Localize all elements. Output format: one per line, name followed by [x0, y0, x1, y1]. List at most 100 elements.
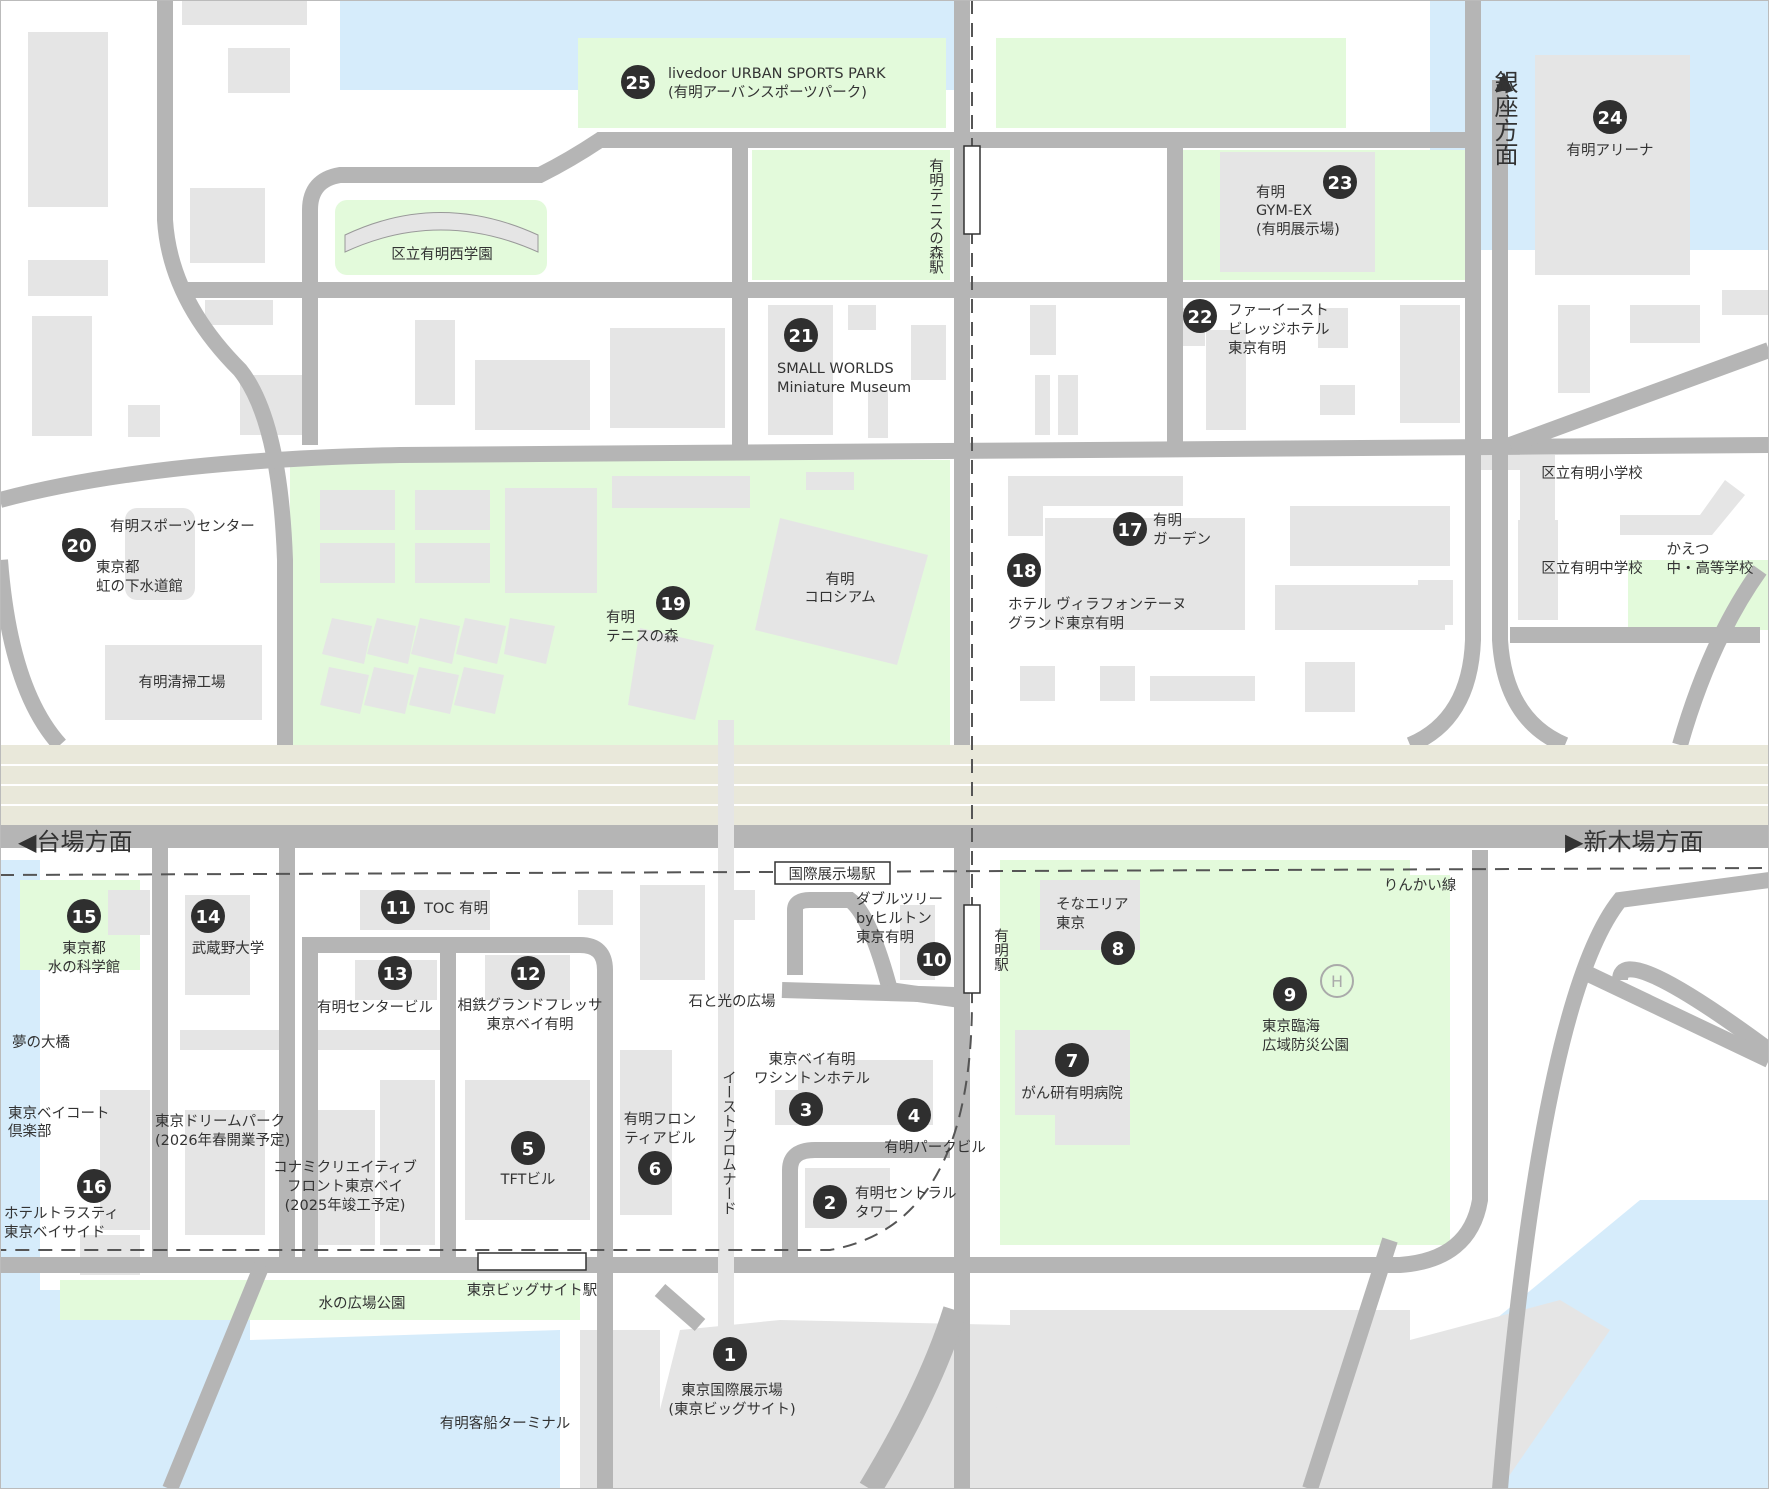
rinkai-line-label: りんかい線	[1384, 877, 1457, 894]
label-jr-high: 区立有明中学校	[1541, 560, 1643, 577]
svg-text:19: 19	[660, 594, 685, 615]
svg-text:3: 3	[800, 1100, 813, 1121]
svg-text:有明センタービル: 有明センタービル	[317, 999, 433, 1016]
svg-text:9: 9	[1284, 985, 1297, 1006]
svg-text:1: 1	[724, 1345, 737, 1366]
station-label-ariake-tennis: 有明テニスの森駅	[927, 158, 943, 275]
place-marker-3[interactable]: 3 東京ベイ有明 ワシントンホテル	[754, 1051, 870, 1126]
svg-text:有明フロン: 有明フロン	[624, 1111, 697, 1128]
svg-text:byヒルトン: byヒルトン	[856, 911, 932, 927]
svg-text:10: 10	[921, 950, 946, 971]
svg-text:23: 23	[1327, 173, 1352, 194]
svg-text:20: 20	[66, 536, 91, 557]
place-marker-18[interactable]: 18 ホテル ヴィラフォンテーヌ グランド東京有明	[1007, 553, 1187, 632]
place-marker-21[interactable]: 21 SMALL WORLDS Miniature Museum	[777, 318, 911, 396]
place-marker-16[interactable]: 16 ホテルトラスティ 東京ベイサイド	[4, 1169, 119, 1241]
label-konami-2: フロント東京ベイ	[287, 1178, 403, 1195]
label-sports-center: 有明スポーツセンター	[110, 518, 255, 535]
svg-text:東京都: 東京都	[62, 940, 106, 957]
direction-ginza: 銀座方面	[1490, 70, 1518, 166]
svg-text:15: 15	[71, 907, 96, 928]
place-marker-5[interactable]: 5 TFTビル	[500, 1131, 556, 1188]
label-ishi-hikari: 石と光の広場	[689, 993, 776, 1010]
station-box-kokusai[interactable]	[774, 861, 891, 885]
expressway	[0, 745, 1769, 840]
svg-text:ティアビル: ティアビル	[624, 1130, 696, 1147]
place-marker-6[interactable]: 6 有明フロン ティアビル	[624, 1111, 697, 1185]
svg-text:そなエリア: そなエリア	[1056, 896, 1129, 913]
svg-text:11: 11	[385, 898, 410, 919]
svg-text:有明: 有明	[606, 609, 635, 626]
svg-text:18: 18	[1011, 561, 1036, 582]
place-marker-17[interactable]: 17 有明 ガーデン	[1113, 512, 1211, 548]
label-colosseum-1: 有明	[826, 571, 855, 588]
svg-text:livedoor URBAN SPORTS PARK: livedoor URBAN SPORTS PARK	[668, 66, 886, 82]
place-marker-20[interactable]: 20 東京都 虹の下水道館	[62, 528, 183, 595]
svg-text:テニスの森: テニスの森	[606, 628, 679, 645]
label-dreampark-1: 東京ドリームパーク	[155, 1113, 285, 1130]
station-box-big-sight[interactable]	[477, 1252, 587, 1271]
label-yume-bridge: 夢の大橋	[12, 1034, 70, 1051]
svg-text:ビレッジホテル: ビレッジホテル	[1228, 321, 1330, 338]
svg-text:7: 7	[1066, 1051, 1079, 1072]
svg-text:24: 24	[1597, 108, 1622, 129]
place-marker-19[interactable]: 19 有明 テニスの森	[606, 586, 690, 645]
place-marker-14[interactable]: 14 武蔵野大学	[191, 899, 264, 957]
svg-text:相鉄グランドフレッサ: 相鉄グランドフレッサ	[458, 997, 603, 1014]
svg-text:東京有明: 東京有明	[1228, 340, 1286, 357]
direction-ginza-arrow: ▲	[1495, 66, 1514, 94]
svg-text:東京ベイ有明: 東京ベイ有明	[487, 1016, 574, 1033]
place-marker-4[interactable]: 4 有明パークビル	[884, 1098, 986, 1156]
svg-text:有明: 有明	[1153, 512, 1182, 529]
svg-text:有明パークビル: 有明パークビル	[884, 1139, 986, 1156]
svg-text:22: 22	[1187, 307, 1212, 328]
svg-text:グランド東京有明: グランド東京有明	[1008, 615, 1124, 632]
svg-text:有明セントラル: 有明セントラル	[855, 1185, 957, 1202]
buildings	[28, 0, 1769, 1489]
place-marker-22[interactable]: 22 ファーイースト ビレッジホテル 東京有明	[1183, 299, 1330, 357]
label-baycourt-1: 東京ベイコート	[8, 1105, 110, 1122]
svg-text:(有明展示場): (有明展示場)	[1256, 221, 1340, 238]
place-marker-12[interactable]: 12 相鉄グランドフレッサ 東京ベイ有明	[458, 956, 603, 1033]
station-label-ariake: 有明駅	[992, 928, 1008, 972]
station-box-ariake-tennis[interactable]	[963, 145, 981, 235]
place-marker-1[interactable]: 1 東京国際展示場 (東京ビッグサイト)	[668, 1337, 796, 1418]
label-seiso-kojo: 有明清掃工場	[139, 673, 226, 691]
place-marker-10[interactable]: 10 ダブルツリー byヒルトン 東京有明	[856, 890, 951, 976]
place-marker-11[interactable]: 11 TOC 有明	[381, 890, 488, 924]
place-marker-9[interactable]: 9 東京臨海 広域防災公園	[1262, 977, 1349, 1054]
svg-text:有明アリーナ: 有明アリーナ	[1567, 142, 1654, 159]
svg-text:Miniature Museum: Miniature Museum	[777, 380, 911, 396]
svg-text:ホテル ヴィラフォンテーヌ: ホテル ヴィラフォンテーヌ	[1008, 596, 1187, 613]
svg-text:H: H	[1331, 972, 1343, 991]
svg-text:16: 16	[81, 1177, 106, 1198]
svg-text:広域防災公園: 広域防災公園	[1262, 1037, 1349, 1054]
label-konami-1: コナミクリエイティブ	[273, 1158, 417, 1176]
label-kaetsu-1: かえつ	[1666, 541, 1709, 558]
label-dreampark-2: (2026年春開業予定)	[155, 1132, 290, 1149]
svg-text:SMALL WORLDS: SMALL WORLDS	[777, 361, 894, 377]
svg-text:14: 14	[195, 907, 220, 928]
svg-text:TOC 有明: TOC 有明	[423, 900, 488, 917]
direction-shinkiba: ▶新木場方面	[1565, 828, 1703, 856]
svg-text:8: 8	[1112, 939, 1125, 960]
svg-text:虹の下水道館: 虹の下水道館	[96, 578, 183, 595]
place-marker-23[interactable]: 23 有明 GYM-EX (有明展示場)	[1256, 165, 1357, 238]
label-mizu-hiroba: 水の広場公園	[319, 1295, 406, 1312]
svg-text:6: 6	[649, 1159, 662, 1180]
svg-text:13: 13	[382, 964, 407, 985]
place-marker-24[interactable]: 24 有明アリーナ	[1567, 100, 1654, 159]
svg-text:2: 2	[824, 1193, 837, 1214]
label-elem-school: 区立有明小学校	[1541, 465, 1643, 482]
station-box-ariake[interactable]	[963, 904, 981, 994]
place-marker-2[interactable]: 2 有明セントラル タワー	[813, 1185, 957, 1221]
place-marker-13[interactable]: 13 有明センタービル	[317, 956, 433, 1016]
place-marker-15[interactable]: 15 東京都 水の科学館	[48, 899, 121, 976]
place-marker-7[interactable]: 7 がん研有明病院	[1021, 1043, 1123, 1102]
svg-text:5: 5	[522, 1139, 535, 1160]
place-marker-25[interactable]: 25 livedoor URBAN SPORTS PARK (有明アーバンスポー…	[621, 65, 886, 101]
place-marker-8[interactable]: 8 そなエリア 東京	[1056, 896, 1135, 965]
label-nishi-gakuen: 区立有明西学園	[391, 246, 493, 263]
